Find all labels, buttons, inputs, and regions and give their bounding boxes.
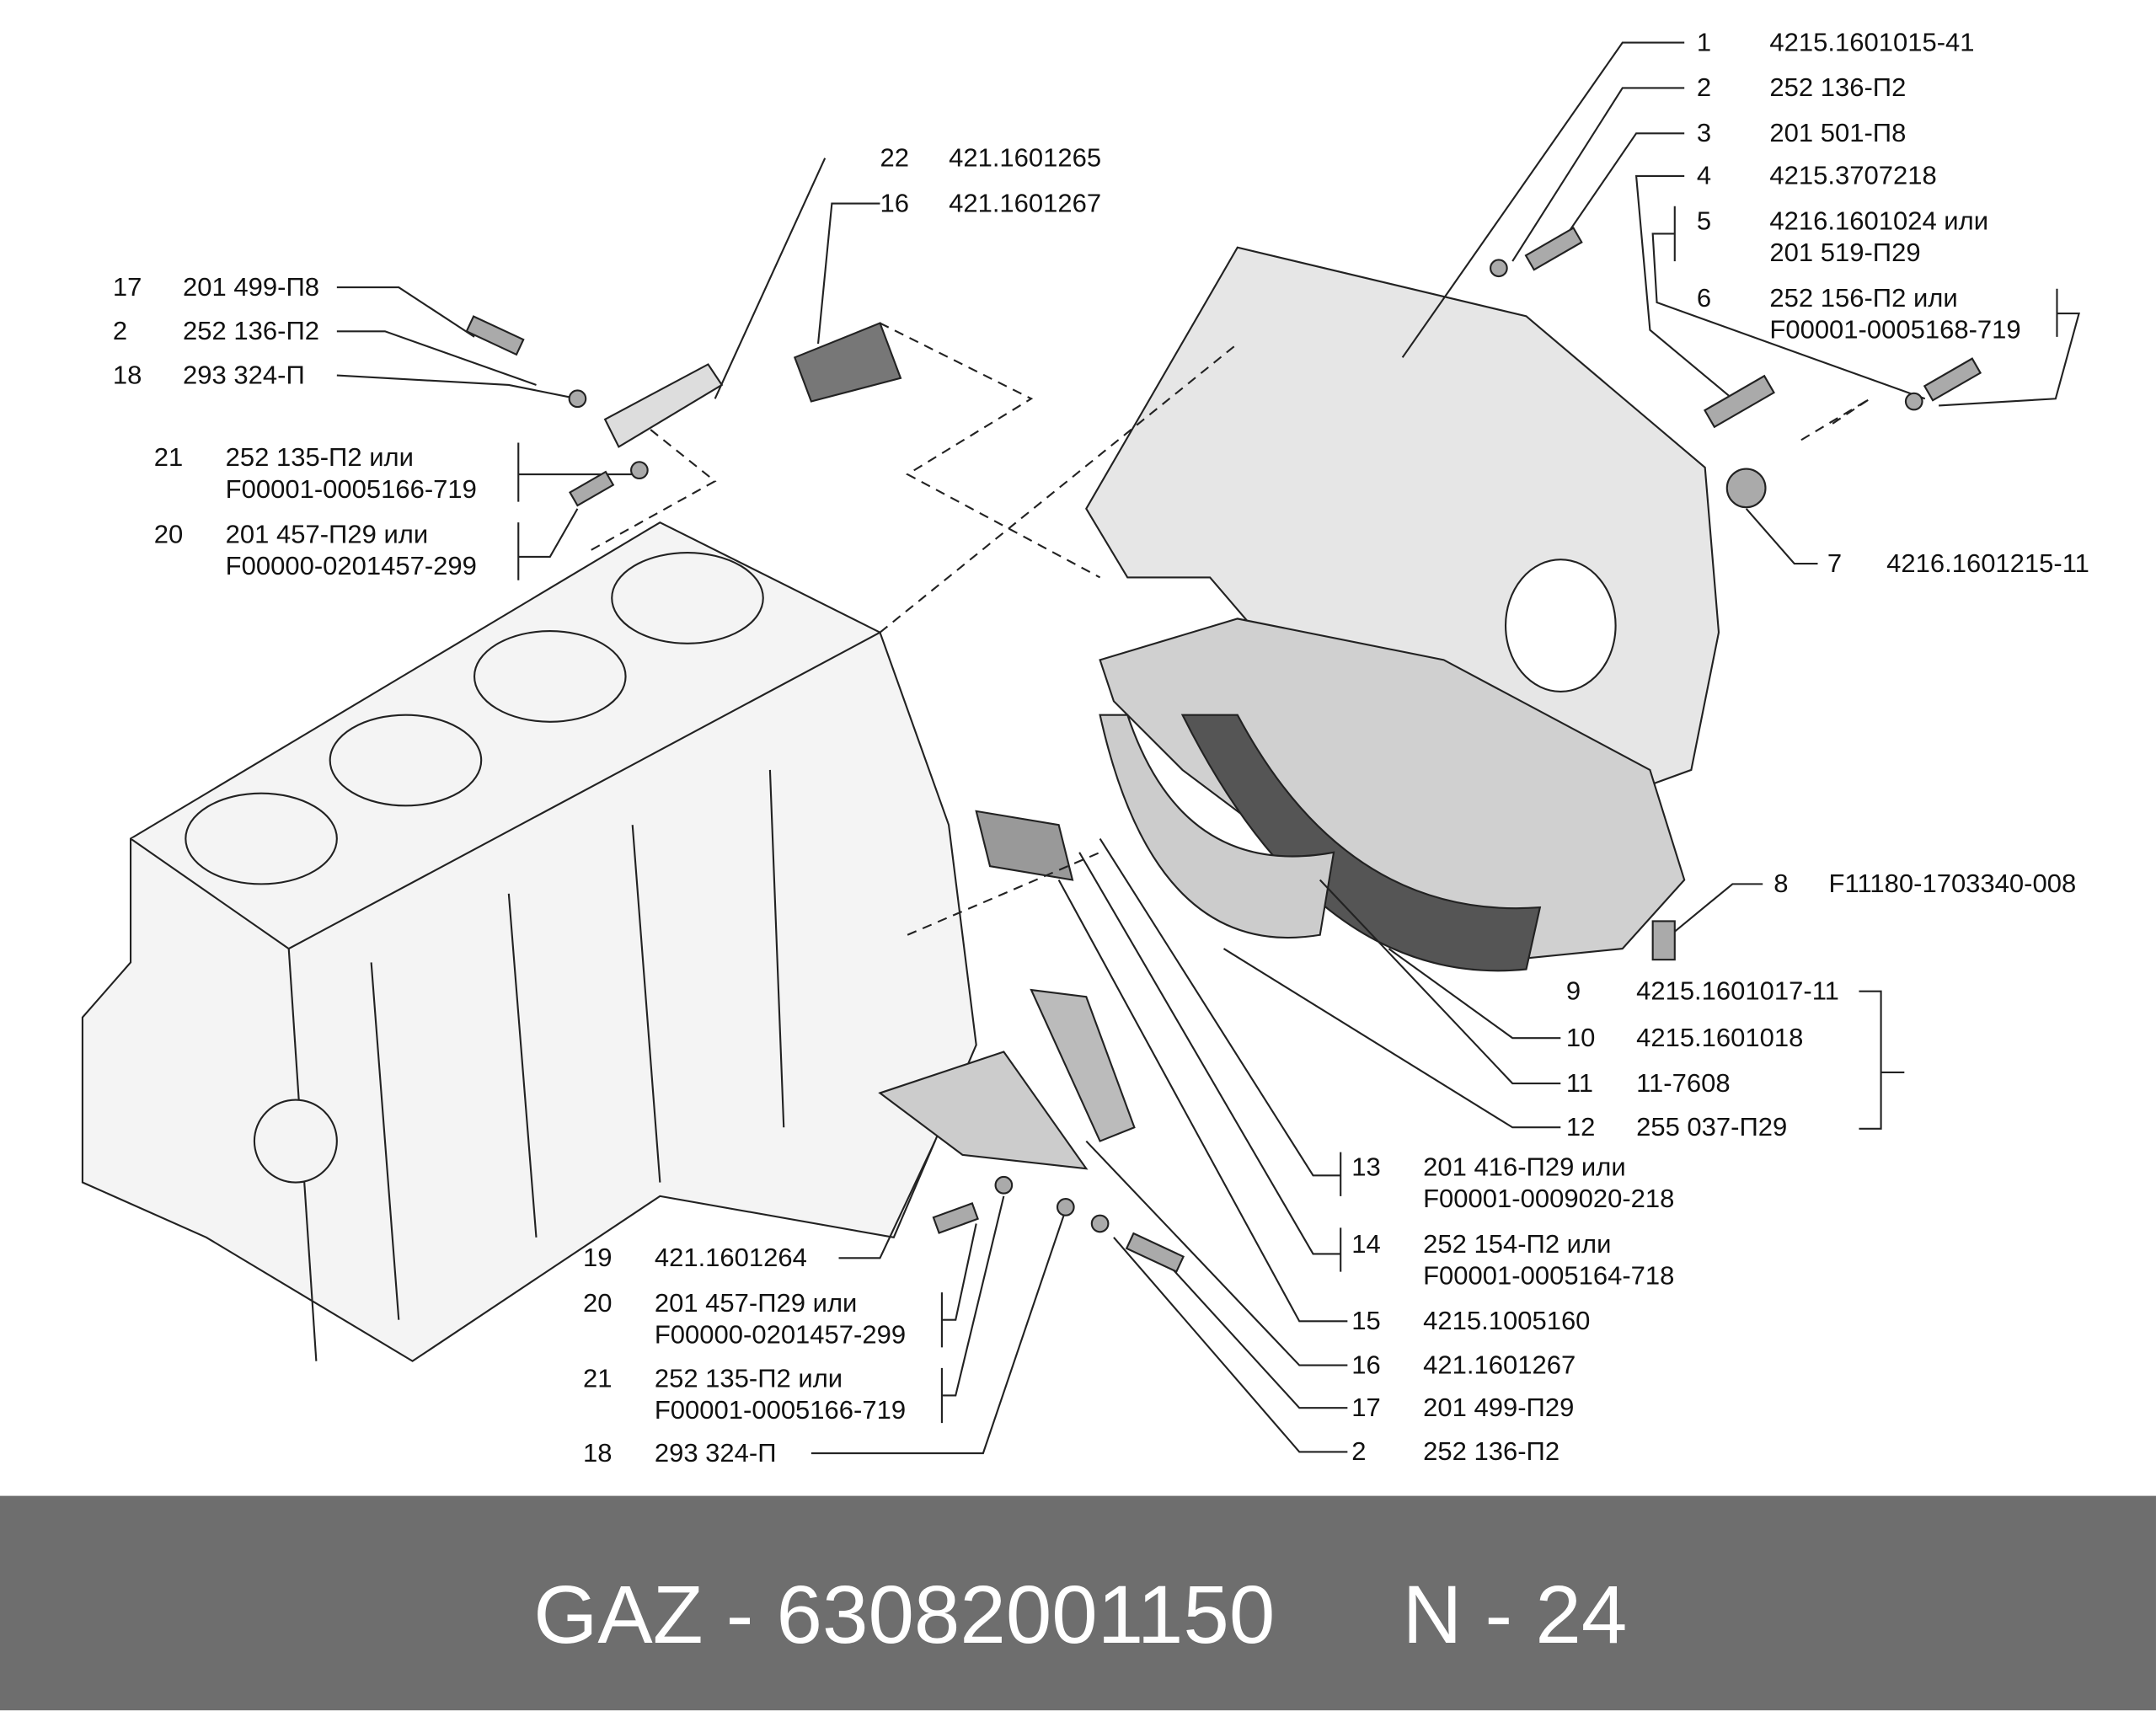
part-code: 252 135-П2 или — [654, 1365, 843, 1394]
part-code: F00001-0005166-719 — [225, 475, 477, 505]
part-code: 421.1601267 — [1423, 1351, 1576, 1381]
callout-number: 16 — [880, 190, 909, 219]
part-code: 201 519-П29 — [1769, 238, 1921, 269]
part-code: F00000-0201457-299 — [225, 553, 477, 582]
callout-number: 20 — [582, 1289, 613, 1319]
callout-number: 22 — [880, 144, 909, 174]
engine-block — [81, 521, 977, 1362]
part-code: F00001-0005166-719 — [654, 1397, 907, 1426]
part-code: 293 324-П — [183, 361, 305, 391]
part-code: 255 037-П29 — [1636, 1113, 1788, 1143]
fasteners — [465, 227, 1982, 1273]
part-code: 252 154-П2 или — [1423, 1230, 1612, 1259]
callout-number: 11 — [1565, 1069, 1594, 1099]
part-code: 252 136-П2 — [183, 317, 320, 347]
part-code: F11180-1703340-008 — [1828, 870, 2077, 900]
bellhousing — [1085, 246, 1720, 972]
callout-number: 3 — [1696, 119, 1712, 149]
part-code: 4215.3707218 — [1769, 162, 1937, 191]
part-code: 252 136-П2 — [1769, 74, 1907, 104]
callout-number: 5 — [1696, 207, 1712, 237]
part-code: 201 501-П8 — [1769, 119, 1907, 149]
callout-number: 2 — [1696, 74, 1712, 104]
part-code: F00001-0009020-218 — [1423, 1184, 1675, 1215]
part-code: 4216.1601024 или — [1769, 207, 1989, 237]
part-code: 4215.1601015-41 — [1769, 29, 1975, 58]
callout-number: 4 — [1696, 162, 1712, 191]
part-code: 4215.1601017-11 — [1636, 977, 1839, 1007]
part-code: 4215.1005160 — [1423, 1307, 1591, 1337]
part-code: F00001-0005168-719 — [1769, 316, 2021, 345]
callout-number: 18 — [582, 1439, 613, 1468]
callout-number: 16 — [1351, 1351, 1381, 1381]
callout-number: 17 — [1351, 1393, 1381, 1424]
part-code: 201 457-П29 или — [654, 1289, 858, 1319]
leader-lines — [336, 41, 2080, 1455]
footer-bar — [0, 1495, 2156, 1711]
part-code: 421.1601264 — [654, 1243, 807, 1274]
callout-number: 2 — [1351, 1438, 1367, 1468]
part-code: 421.1601265 — [949, 144, 1102, 174]
callout-number: 1 — [1696, 29, 1712, 58]
part-code: F00000-0201457-299 — [654, 1321, 907, 1350]
callout-number: 20 — [153, 521, 184, 550]
part-code: F00001-0005164-718 — [1423, 1262, 1675, 1291]
part-code: 252 156-П2 или — [1769, 284, 1958, 314]
callout-number: 8 — [1773, 870, 1789, 900]
callout-number: 9 — [1565, 977, 1581, 1007]
callout-number: 19 — [582, 1243, 613, 1274]
part-code: 201 499-П29 — [1423, 1393, 1575, 1424]
callout-number: 21 — [582, 1365, 613, 1394]
part-code: 201 416-П29 или — [1423, 1153, 1626, 1183]
part-code: 201 457-П29 или — [225, 521, 429, 550]
part-code: 4215.1601018 — [1636, 1024, 1804, 1054]
callout-number: 18 — [112, 361, 142, 391]
gasket-plate — [793, 322, 902, 403]
exploded-view-drawing — [81, 41, 2080, 1455]
callout-number: 7 — [1827, 549, 1843, 580]
callout-number: 15 — [1351, 1307, 1381, 1337]
callout-number: 6 — [1696, 284, 1712, 314]
part-code: 252 136-П2 — [1423, 1438, 1560, 1468]
callout-number: 21 — [153, 444, 184, 473]
callout-number: 2 — [112, 317, 128, 347]
part-number-title: GAZ - 63082001150 — [533, 1569, 1276, 1661]
part-code: 421.1601267 — [949, 190, 1102, 219]
part-code: 11-7608 — [1636, 1069, 1731, 1099]
callout-number: 13 — [1351, 1153, 1381, 1183]
page-number: N - 24 — [1402, 1569, 1628, 1661]
part-code: 201 499-П8 — [183, 273, 320, 303]
callout-number: 12 — [1565, 1113, 1596, 1143]
callout-number: 10 — [1565, 1024, 1596, 1054]
part-code: 293 324-П — [654, 1439, 777, 1468]
part-code: 252 135-П2 или — [225, 444, 414, 473]
callout-number: 17 — [112, 273, 142, 303]
part-code: 4216.1601215-11 — [1886, 549, 2089, 580]
bracket-plate — [603, 363, 724, 448]
callout-number: 14 — [1351, 1230, 1381, 1259]
